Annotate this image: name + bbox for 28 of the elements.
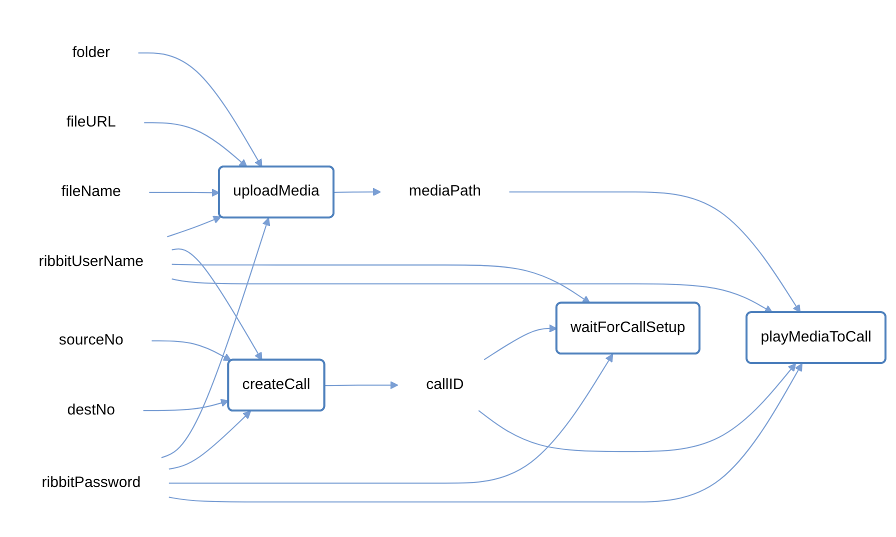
arrow xyxy=(138,52,262,168)
arrow xyxy=(478,364,796,453)
arrow xyxy=(334,188,382,197)
arrow xyxy=(143,399,229,412)
node-text: mediaPath xyxy=(408,184,482,200)
arrow xyxy=(168,411,252,470)
node-text: folder xyxy=(72,44,110,61)
node-text: sourceNo xyxy=(58,332,124,349)
arrow xyxy=(161,218,270,459)
arrow xyxy=(168,364,802,503)
arrow xyxy=(324,381,398,390)
node-text: ribbitUserName xyxy=(38,254,144,270)
arrow xyxy=(144,122,248,168)
arrow xyxy=(172,248,262,361)
arrow xyxy=(149,188,220,198)
node-text: fileName xyxy=(61,184,121,200)
arrow xyxy=(168,354,614,484)
node-text: ribbitPassword xyxy=(42,475,141,492)
arrow xyxy=(484,324,558,361)
arrow xyxy=(172,278,773,314)
flowchart: folder fileURL fileName uploadMedia mediaPath ribbitUserName waitForCallSetup sourceNo playMediaToCall createCall callID destNo ribbitPassword xyxy=(3,20,893,517)
arrow xyxy=(509,192,801,314)
arrow xyxy=(152,340,232,362)
arrow xyxy=(167,216,222,238)
arrow xyxy=(172,264,590,304)
node-text: destNo xyxy=(67,402,116,419)
node-text: callID xyxy=(426,377,464,394)
node-text: fileURL xyxy=(66,114,116,131)
